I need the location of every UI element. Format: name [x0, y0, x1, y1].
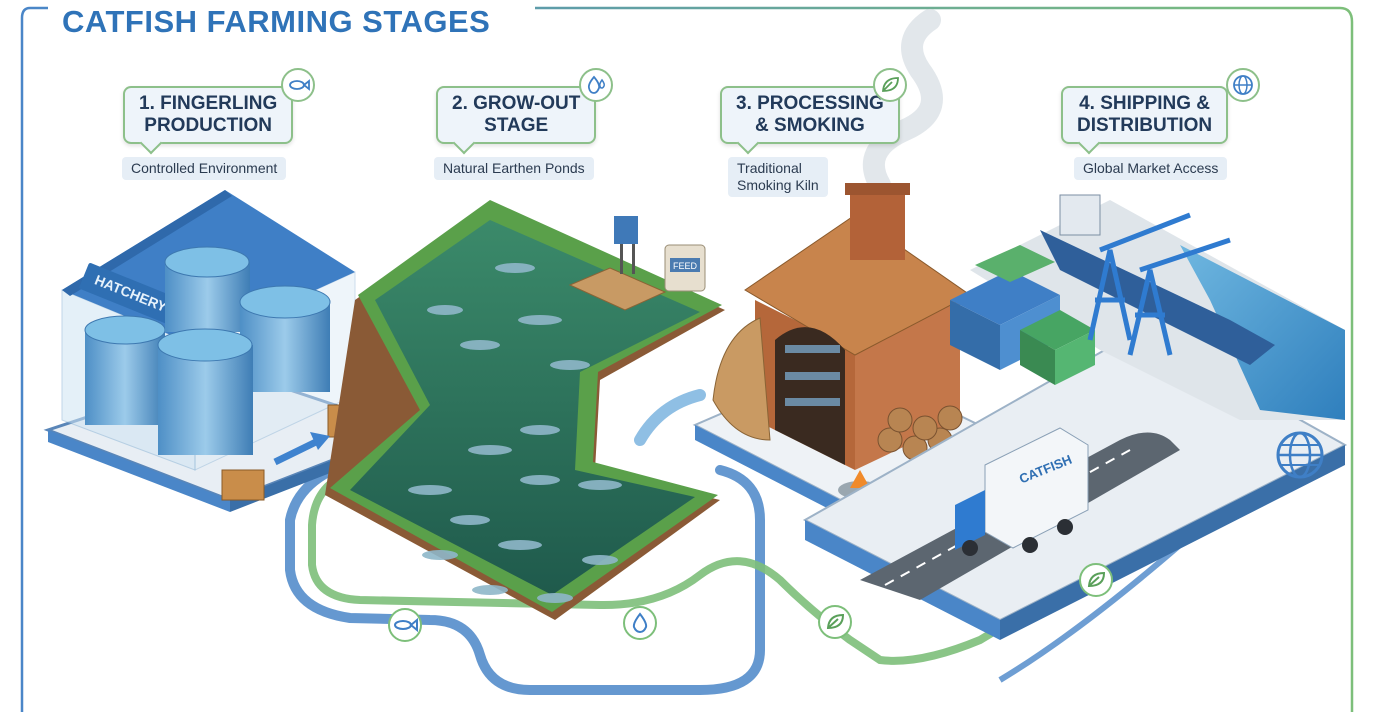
- stage-1-label: 1. FINGERLING PRODUCTION: [123, 86, 294, 155]
- leaf-icon: [818, 605, 852, 639]
- stage-3-number: 3. PROCESSING: [736, 93, 884, 114]
- fish-icon: [281, 68, 315, 102]
- delivery-truck: CATFISH: [955, 427, 1089, 556]
- stage-4-caption: Global Market Access: [1074, 157, 1228, 180]
- stage-3-line2: & SMOKING: [755, 115, 865, 136]
- stage-3-caption-line1: Traditional: [737, 160, 802, 176]
- globe-icon: [1226, 68, 1260, 102]
- fish-tanks: [84, 246, 331, 455]
- smoke: [862, 9, 943, 196]
- water-drop-icon: [579, 68, 613, 102]
- pond-scene: FEED: [325, 200, 725, 620]
- water-drop-icon: [623, 606, 657, 640]
- hatchery-sign: [79, 263, 191, 329]
- stage-1-line2: PRODUCTION: [144, 115, 273, 136]
- diagram-title: CATFISH FARMING STAGES: [54, 4, 499, 40]
- stage-4-number: 4. SHIPPING &: [1079, 93, 1211, 114]
- stage-4-line2: DISTRIBUTION: [1077, 115, 1213, 136]
- leaf-icon: [873, 68, 907, 102]
- gantry-cranes: [1087, 212, 1231, 356]
- outer-frame: [20, 6, 1354, 712]
- stage-1-number: 1. FINGERLING: [139, 93, 278, 114]
- stage-3-label: 3. PROCESSING & SMOKING: [720, 86, 900, 155]
- leaf-icon: [1079, 563, 1113, 597]
- containers: [950, 245, 1095, 385]
- fish-icon: [388, 608, 422, 642]
- stage-2-caption: Natural Earthen Ponds: [434, 157, 594, 180]
- stage-2-number: 2. GROW-OUT: [452, 93, 581, 114]
- stage-4-label: 4. SHIPPING & DISTRIBUTION: [1061, 86, 1229, 155]
- stage-2-line2: STAGE: [484, 115, 549, 136]
- stage-3-caption-line2: Smoking Kiln: [737, 177, 819, 193]
- crate: [221, 469, 265, 501]
- stage-2-label: 2. GROW-OUT STAGE: [436, 86, 597, 155]
- stage-1-caption: Controlled Environment: [122, 157, 287, 180]
- feed-bag-text: FEED: [673, 261, 698, 271]
- stage-3-caption: Traditional Smoking Kiln: [728, 157, 828, 197]
- hatchery-scene: HATCHERY: [43, 190, 415, 512]
- globe-icon: [1276, 431, 1324, 479]
- chimney: [850, 190, 905, 260]
